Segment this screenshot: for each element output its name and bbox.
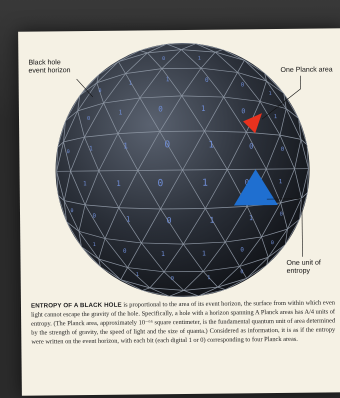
bit-digit: 1 [161, 250, 165, 258]
bit-digit: 0 [92, 214, 96, 220]
bit-digit: 1 [202, 178, 208, 189]
magazine-page: 0 1 0 1 1 0 0 1 0 1 0 1 0 1 0 1 1 0 1 0 0 1 1 0 1 0 1 0 0 1 0 1 1 0 1 0 1 1 0 0… [18, 28, 340, 395]
bit-digit: 1 [208, 140, 214, 150]
bit-digit: 1 [201, 104, 206, 113]
bit-digit: 0 [280, 212, 283, 218]
bit-digit: 1 [166, 76, 170, 83]
bit-digit: 0 [171, 276, 174, 282]
bit-digit: 0 [162, 56, 165, 62]
bit-digit: 0 [67, 149, 70, 155]
bit-digit: 1 [198, 56, 201, 62]
bit-digit: 1 [209, 216, 214, 225]
bit-digit: 1 [83, 181, 87, 187]
bit-digit: 1 [93, 242, 96, 248]
bit-digit: 0 [241, 107, 245, 115]
bit-digit: 0 [240, 269, 243, 275]
bit-digit: 1 [118, 109, 122, 117]
planck-area-label: One Planck area [280, 66, 332, 75]
bit-digit: 0 [87, 116, 90, 122]
bit-digit: 1 [123, 141, 128, 150]
bit-digit: 0 [241, 82, 244, 88]
bit-digit: 0 [167, 215, 172, 225]
bit-digit: 1 [207, 275, 210, 281]
bit-digit: 0 [123, 249, 127, 255]
bit-digit: 1 [269, 91, 272, 97]
figure-caption: ENTROPY OF A BLACK HOLE is proportional … [31, 298, 335, 347]
bit-digit: 1 [116, 179, 121, 188]
event-horizon-label: Black hole event horizon [28, 59, 70, 75]
bit-digit: 0 [249, 142, 253, 151]
bit-digit: 1 [89, 145, 93, 152]
bit-digit: 0 [157, 178, 163, 189]
bit-digit: 1 [202, 250, 206, 258]
bit-digit: 1 [279, 179, 283, 185]
bit-digit: 1 [126, 214, 130, 223]
bit-digit: 1 [249, 214, 253, 222]
bit-digit: 1 [136, 272, 139, 278]
bit-digit: 0 [158, 104, 163, 113]
bit-digit: 0 [271, 240, 274, 246]
bit-digit: 0 [70, 208, 73, 214]
bit-digit: 0 [205, 77, 209, 84]
bit-digit: 1 [274, 114, 277, 120]
bit-digit: 0 [240, 247, 244, 253]
bit-digit: 0 [164, 139, 170, 150]
caption-lead: ENTROPY OF A BLACK HOLE [31, 302, 122, 310]
entropy-unit-label: One unit of entropy [287, 260, 321, 276]
bit-digit: 0 [98, 88, 101, 94]
